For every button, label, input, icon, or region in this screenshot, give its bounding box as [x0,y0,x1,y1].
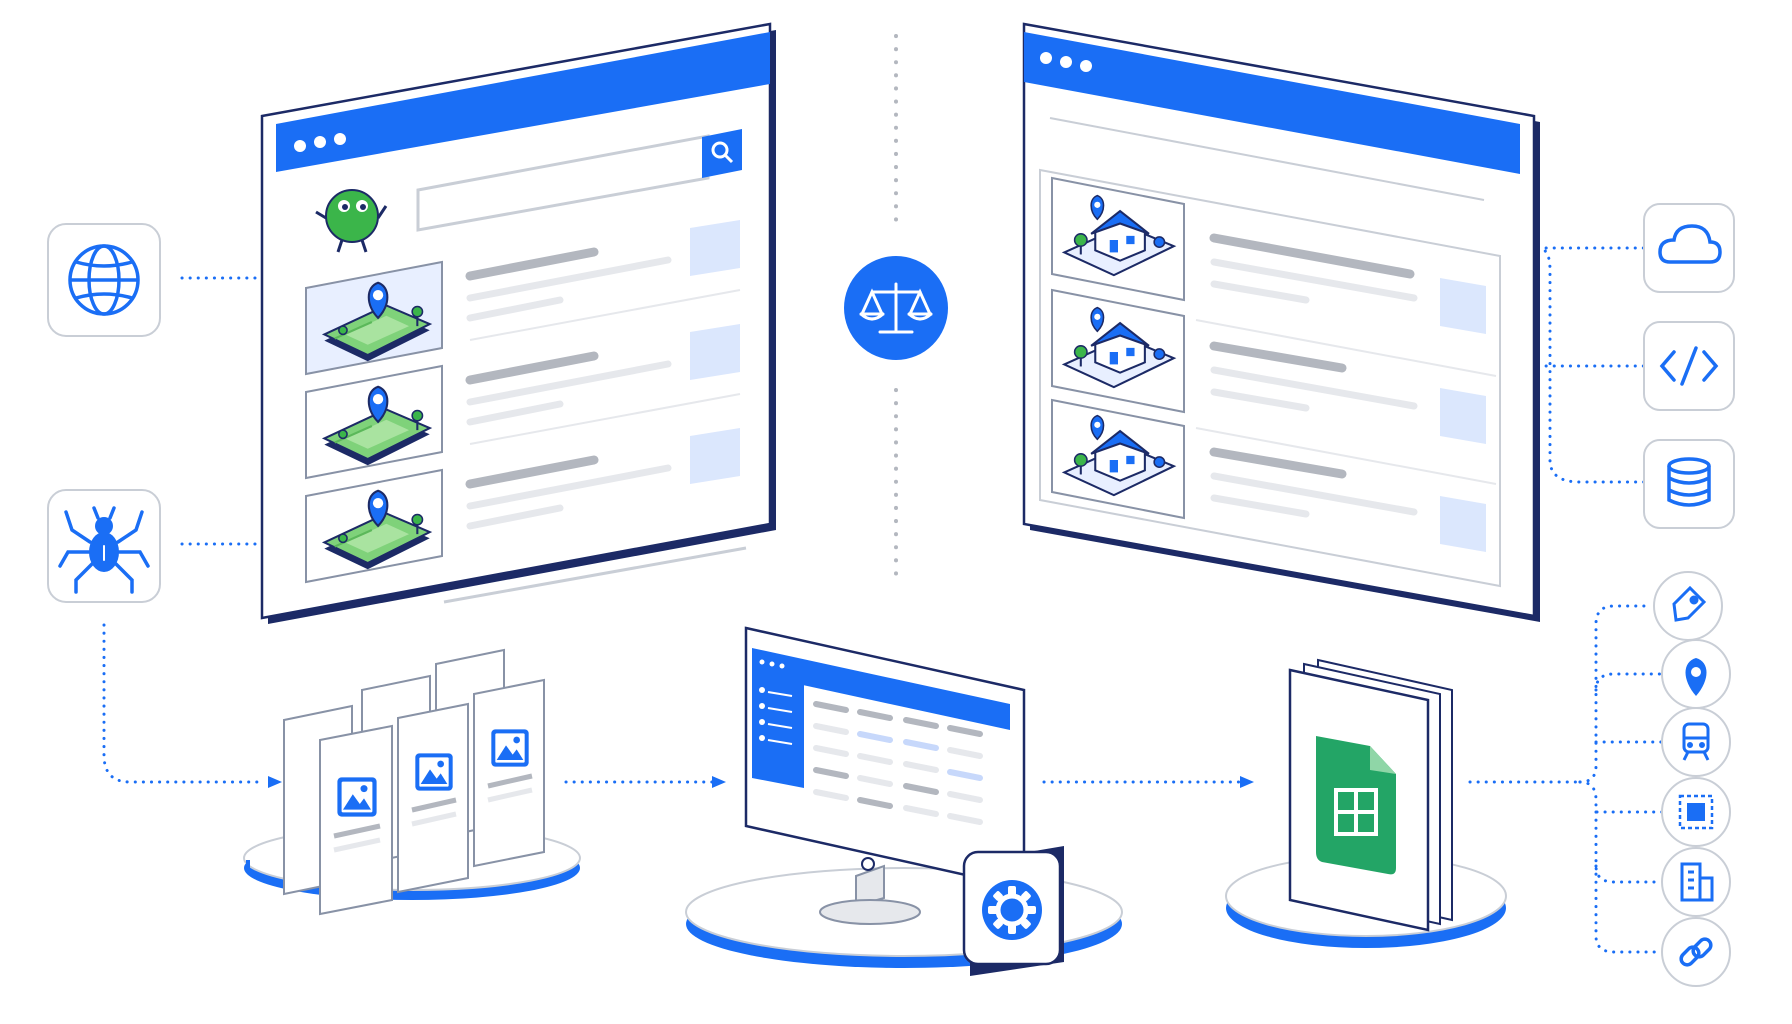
search-button[interactable] [702,129,742,178]
arrow-head-3 [1240,776,1254,788]
image-card-icon [491,729,529,767]
scales-of-justice-icon [859,282,933,334]
connector-attr-location [1594,672,1664,692]
connector-spider-to-pages [102,623,264,784]
left-result-3[interactable] [305,428,740,584]
page-card-2 [397,702,469,894]
arrow-head-1 [268,776,282,788]
spider-icon [58,506,150,594]
google-sheets-icon [1316,736,1396,875]
page-card-1 [319,724,393,916]
train-icon [1682,722,1710,761]
mascot-icon [315,189,388,253]
connector-attr-link [1594,864,1664,954]
connector-database [1536,246,1660,484]
attribute-price-tag[interactable] [1653,571,1723,641]
scraped-pages-stack [243,648,581,916]
price-tag-icon [1672,585,1707,622]
search-input[interactable] [416,134,710,232]
cloud-source-tile[interactable] [1643,203,1735,293]
left-browser-titlebar [276,32,770,172]
cloud-icon [1658,224,1722,264]
attribute-area[interactable] [1661,777,1731,847]
left-browser-window-dots[interactable] [294,133,346,152]
data-table-grid [813,701,983,825]
attribute-transit[interactable] [1661,707,1731,777]
image-card-icon [337,777,377,817]
image-card-icon [415,753,453,791]
right-result-1[interactable] [1051,176,1497,377]
left-browser-window [260,22,776,624]
code-source-tile[interactable] [1643,321,1735,411]
code-brackets-icon [1659,346,1719,386]
connector-attr-tag [1578,604,1652,784]
right-result-3[interactable] [1051,398,1486,552]
right-browser-window [1022,22,1540,622]
search-icon [711,141,734,164]
right-browser-titlebar [1024,32,1520,174]
globe-icon [68,244,140,316]
page-card-3 [473,678,545,868]
globe-source-tile[interactable] [47,223,161,337]
connector-attr-area [1578,780,1664,814]
spreadsheet-output [1225,658,1507,948]
connector-attr-building [1594,810,1664,884]
right-result-2[interactable] [1051,288,1497,485]
spider-source-tile[interactable] [47,489,161,603]
left-result-1[interactable] [305,220,741,376]
scales-of-justice-badge [844,256,948,360]
database-icon [1667,457,1711,507]
right-browser-window-dots[interactable] [1040,52,1092,72]
arrow-head-2 [712,776,726,788]
left-result-2[interactable] [305,324,741,480]
connector-lines [102,246,1664,954]
building-icon [1680,862,1714,902]
processing-computer [685,626,1123,976]
area-square-icon [1678,794,1714,830]
link-icon [1679,937,1713,967]
gear-button[interactable] [962,846,1064,976]
attribute-link[interactable] [1661,917,1731,987]
database-source-tile[interactable] [1643,439,1735,529]
attribute-location[interactable] [1661,639,1731,709]
gear-icon [982,880,1042,940]
attribute-building[interactable] [1661,847,1731,917]
